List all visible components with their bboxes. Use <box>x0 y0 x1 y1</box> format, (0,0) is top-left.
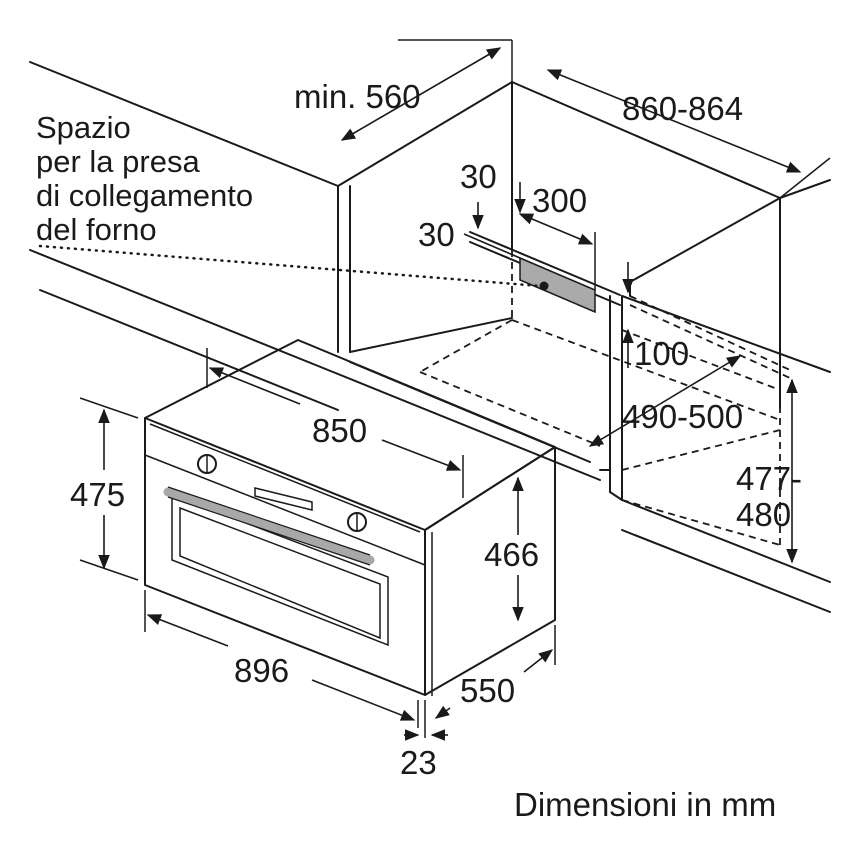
note-line-4: del forno <box>36 212 157 247</box>
label-oven-front-height: 475 <box>70 476 125 513</box>
note-line-3: di collegamento <box>36 178 253 213</box>
dimension-lines <box>79 39 831 741</box>
note-line-2: per la presa <box>36 144 200 179</box>
units-caption: Dimensioni in mm <box>514 786 776 823</box>
note-line-1: Spazio <box>36 110 131 145</box>
note-text: Spazio per la presa di collegamento del … <box>36 110 253 247</box>
label-niche-depth-min: min. 560 <box>294 78 421 115</box>
label-niche-depth: 490-500 <box>622 398 743 435</box>
knob-left-icon <box>197 454 217 474</box>
label-socket-width: 300 <box>532 182 587 219</box>
label-oven-body-width: 850 <box>312 412 367 449</box>
label-niche-height-1: 477- <box>736 460 802 497</box>
door-handle <box>163 487 375 565</box>
cabinet-niche <box>29 61 831 613</box>
label-oven-depth: 550 <box>460 672 515 709</box>
label-socket-offset-side: 30 <box>460 158 497 195</box>
socket-point <box>539 281 549 291</box>
label-socket-clearance: 100 <box>634 335 689 372</box>
label-front-panel-thickness: 23 <box>400 744 437 781</box>
socket-area <box>519 256 596 314</box>
label-oven-front-width: 896 <box>234 652 289 689</box>
label-socket-offset-top: 30 <box>418 216 455 253</box>
label-niche-width: 860-864 <box>622 90 743 127</box>
knob-right-icon <box>347 512 367 532</box>
label-niche-height-2: 480 <box>736 496 791 533</box>
label-oven-body-height: 466 <box>484 536 539 573</box>
oven <box>144 339 556 696</box>
